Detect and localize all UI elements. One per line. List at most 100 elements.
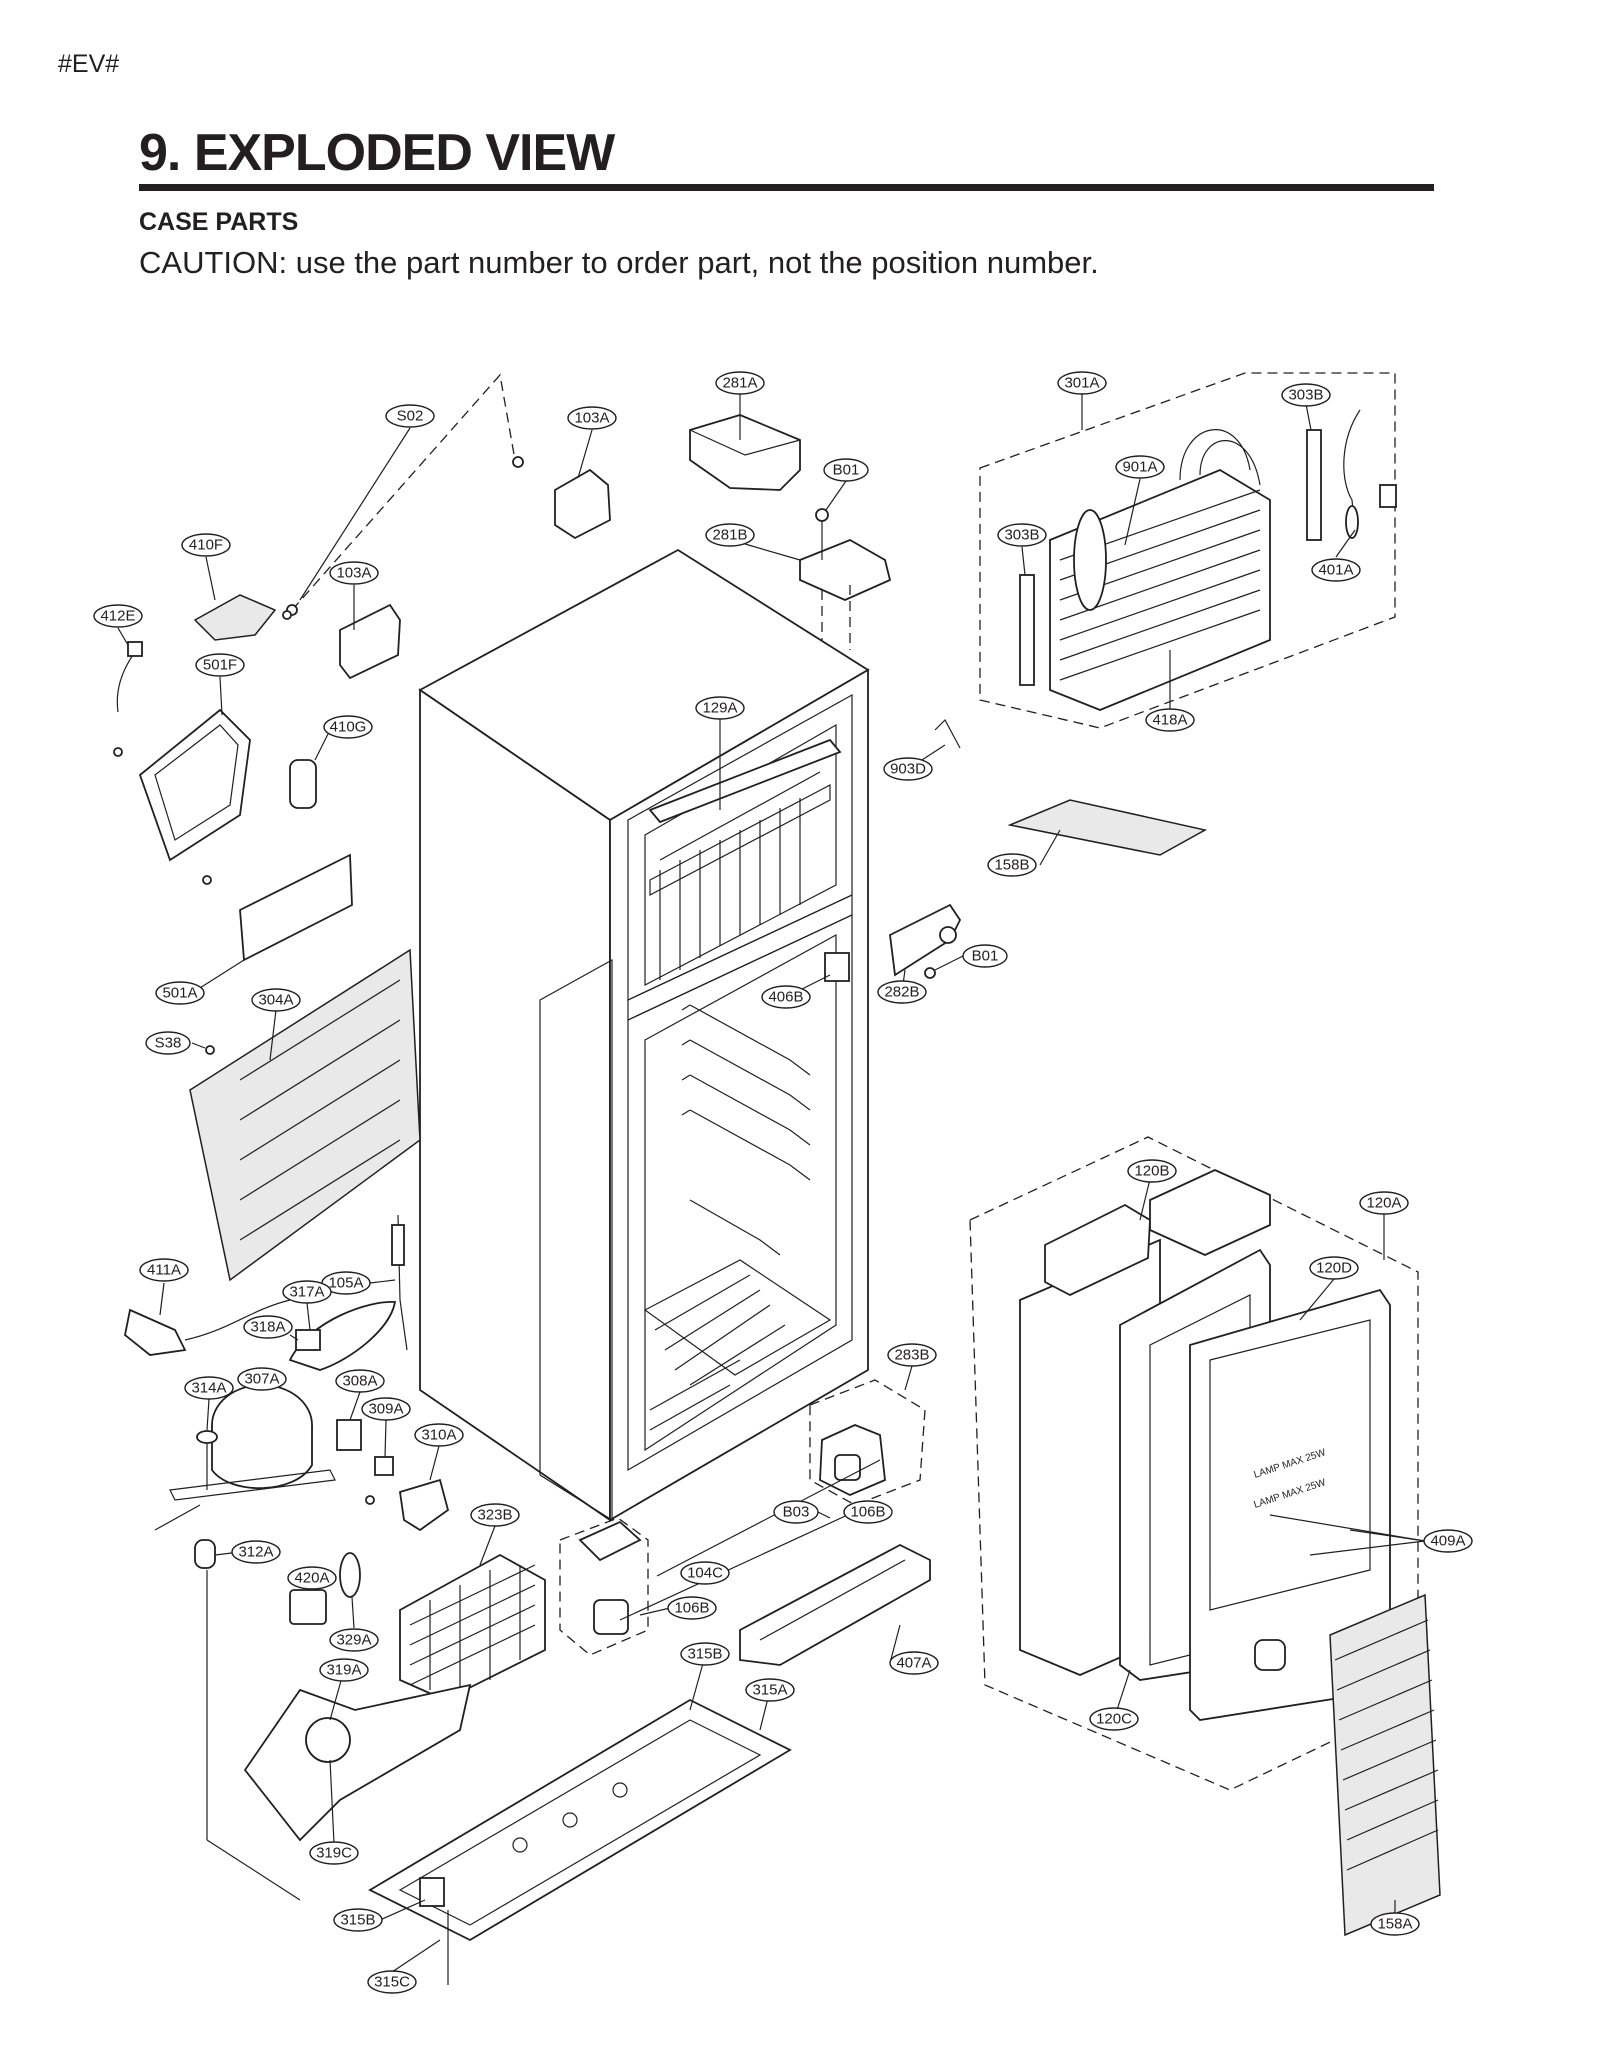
callout-120B: 120B — [1127, 1159, 1177, 1183]
callout-S02: S02 — [385, 404, 435, 428]
door-grille-158A — [1329, 1593, 1441, 1937]
svg-text:418A: 418A — [1152, 712, 1187, 729]
svg-text:303B: 303B — [1288, 387, 1323, 404]
svg-text:120A: 120A — [1366, 1195, 1401, 1212]
svg-text:B01: B01 — [833, 462, 860, 479]
crisper-base — [643, 1259, 832, 1431]
callout-309A: 309A — [361, 1397, 411, 1421]
callout-B03: B03 — [773, 1500, 819, 1524]
grommet-314A — [196, 1430, 218, 1490]
svg-text:281B: 281B — [712, 527, 747, 544]
callout-281A: 281A — [715, 371, 765, 395]
callout-B01-top: B01 — [823, 458, 869, 482]
svg-text:303B: 303B — [1004, 527, 1039, 544]
callout-329A: 329A — [329, 1628, 379, 1652]
callout-120A: 120A — [1359, 1191, 1409, 1215]
svg-text:129A: 129A — [702, 700, 737, 717]
svg-text:120D: 120D — [1316, 1260, 1352, 1277]
evaporator-foam-right — [1306, 429, 1322, 541]
callout-314A: 314A — [184, 1376, 234, 1400]
cover-fan-410F — [193, 594, 292, 641]
capacitor-410G — [289, 759, 317, 809]
callout-903D: 903D — [883, 757, 933, 781]
svg-text:301A: 301A — [1064, 375, 1099, 392]
svg-text:B03: B03 — [783, 1504, 810, 1521]
evaporator-coil — [1049, 429, 1271, 711]
door-cap-120D — [1149, 1169, 1271, 1256]
svg-text:283B: 283B — [894, 1347, 929, 1364]
svg-text:407A: 407A — [896, 1655, 931, 1672]
svg-text:106B: 106B — [850, 1504, 885, 1521]
screw-leader-S02 — [291, 373, 516, 611]
callout-120C: 120C — [1089, 1707, 1139, 1731]
callout-303B-top: 303B — [1281, 383, 1331, 407]
svg-text:318A: 318A — [250, 1319, 285, 1336]
callout-420A: 420A — [287, 1566, 337, 1590]
page-title: 9. EXPLODED VIEW — [139, 124, 1434, 191]
svg-text:304A: 304A — [258, 992, 293, 1009]
fan-motor-420A — [289, 1552, 361, 1625]
svg-text:315B: 315B — [340, 1912, 375, 1929]
svg-text:323B: 323B — [477, 1507, 512, 1524]
callout-323B: 323B — [470, 1503, 520, 1527]
callout-303B-left: 303B — [997, 523, 1047, 547]
svg-text:319C: 319C — [316, 1845, 352, 1862]
callout-315B-top: 315B — [680, 1642, 730, 1666]
svg-text:901A: 901A — [1122, 459, 1157, 476]
svg-text:412E: 412E — [100, 608, 135, 625]
power-cord-411A — [124, 1299, 291, 1356]
svg-text:158A: 158A — [1377, 1916, 1412, 1933]
overload-317A-318A — [288, 1301, 397, 1371]
screw-S02-top — [512, 456, 524, 468]
callout-304A: 304A — [251, 988, 301, 1012]
svg-text:103A: 103A — [574, 410, 609, 427]
callout-315A: 315A — [745, 1678, 795, 1702]
callout-106B-right: 106B — [843, 1500, 893, 1524]
svg-text:903D: 903D — [890, 761, 926, 778]
svg-text:406B: 406B — [768, 989, 803, 1006]
svg-text:315C: 315C — [374, 1974, 410, 1991]
door-group-outline — [969, 1136, 1419, 1791]
wire-412E — [116, 641, 143, 713]
callout-317A: 317A — [282, 1280, 332, 1304]
callout-319A: 319A — [319, 1658, 369, 1682]
callout-103A-top: 103A — [567, 406, 617, 430]
door-cap-120B — [1044, 1203, 1151, 1297]
callout-104C: 104C — [680, 1561, 730, 1585]
grommet-312A — [194, 1539, 301, 1901]
holder-308A — [336, 1419, 362, 1451]
clip-309A — [374, 1456, 394, 1476]
callout-S38: S38 — [145, 1031, 191, 1055]
callout-315B-bottom: 315B — [333, 1908, 383, 1932]
callout-410F: 410F — [181, 533, 231, 557]
svg-text:106B: 106B — [674, 1600, 709, 1617]
base-315A — [368, 1698, 792, 1942]
svg-text:501F: 501F — [203, 657, 237, 674]
svg-text:120B: 120B — [1134, 1163, 1169, 1180]
front-leg-104C — [809, 1379, 926, 1506]
svg-text:S38: S38 — [155, 1035, 182, 1052]
callout-901A: 901A — [1115, 455, 1165, 479]
callout-315C: 315C — [367, 1970, 417, 1994]
callout-106B-left: 106B — [667, 1596, 717, 1620]
callout-312A: 312A — [231, 1540, 281, 1564]
svg-text:410G: 410G — [330, 719, 367, 736]
svg-text:104C: 104C — [687, 1565, 723, 1582]
door-outer-120A: LAMP MAX 25W LAMP MAX 25W — [1189, 1288, 1391, 1721]
svg-text:411A: 411A — [147, 1262, 181, 1279]
svg-text:401A: 401A — [1318, 562, 1353, 579]
callout-401A: 401A — [1311, 558, 1361, 582]
callout-283B: 283B — [887, 1343, 937, 1367]
middle-hinge — [889, 903, 962, 979]
svg-text:309A: 309A — [368, 1401, 403, 1418]
callout-282B: 282B — [877, 980, 927, 1004]
callout-310A: 310A — [414, 1423, 464, 1447]
callout-301A: 301A — [1057, 371, 1107, 395]
leveler-106B — [559, 1517, 649, 1656]
callout-129A: 129A — [695, 696, 745, 720]
hinge-cap-103A-top — [554, 468, 611, 540]
svg-text:120C: 120C — [1096, 1711, 1132, 1728]
main-cabinet — [418, 548, 870, 1522]
svg-text:S02: S02 — [397, 408, 424, 425]
caution-note: CAUTION: use the part number to order pa… — [139, 245, 1099, 280]
